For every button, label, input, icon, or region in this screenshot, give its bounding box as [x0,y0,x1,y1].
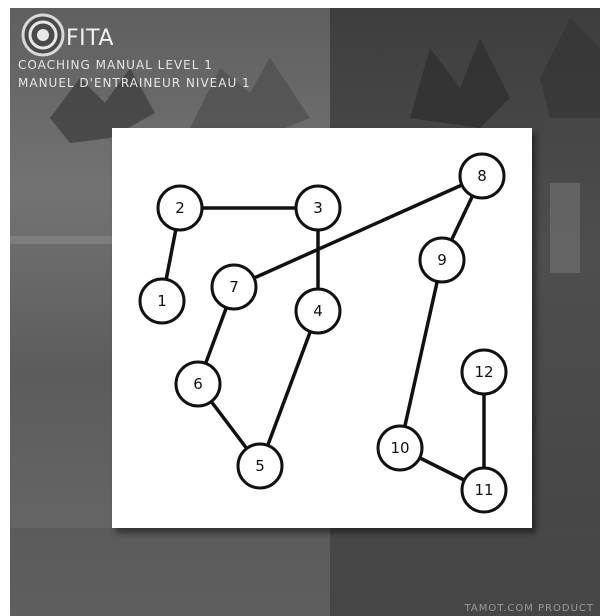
node-4: 4 [294,287,342,335]
node-12: 12 [460,348,508,396]
background-scenery [10,18,600,616]
node-circle [458,152,506,200]
node-7: 7 [210,263,258,311]
node-9: 9 [418,236,466,284]
node-10: 10 [376,424,424,472]
node-circle [236,442,284,490]
node-label: 7 [229,278,239,296]
node-1: 1 [138,277,186,325]
node-label: 10 [390,439,409,457]
node-circle [418,236,466,284]
node-label: 8 [477,167,487,185]
node-circle [294,287,342,335]
node-circle [210,263,258,311]
subtitle-english: Coaching Manual Level 1 [18,58,213,72]
node-circle [138,277,186,325]
node-label: 11 [474,481,493,499]
node-label: 3 [313,199,323,217]
node-circle [460,466,508,514]
edge-4-5 [258,309,320,468]
node-label: 1 [157,292,167,310]
node-6: 6 [174,360,222,408]
node-label: 9 [437,251,447,269]
node-label: 2 [175,199,185,217]
node-11: 11 [460,466,508,514]
node-label: 12 [474,363,493,381]
subtitle-french: Manuel d'Entraineur Niveau 1 [18,76,251,90]
credit-text: TAMOT.COM PRODUCT [464,603,594,614]
node-circle [156,184,204,232]
node-label: 6 [193,375,203,393]
node-circle [294,184,342,232]
node-5: 5 [236,442,284,490]
edge-9-10 [398,258,444,450]
node-3: 3 [294,184,342,232]
node-circle [460,348,508,396]
node-circle [174,360,222,408]
node-label: 4 [313,302,323,320]
brand-title: FITA [66,26,114,51]
node-2: 2 [156,184,204,232]
node-label: 5 [255,457,265,475]
fita-logo-icon [21,13,65,57]
node-8: 8 [458,152,506,200]
edge-7-8 [232,174,484,289]
node-circle [376,424,424,472]
background-scene: FITA Coaching Manual Level 1 Manuel d'En… [10,8,600,616]
